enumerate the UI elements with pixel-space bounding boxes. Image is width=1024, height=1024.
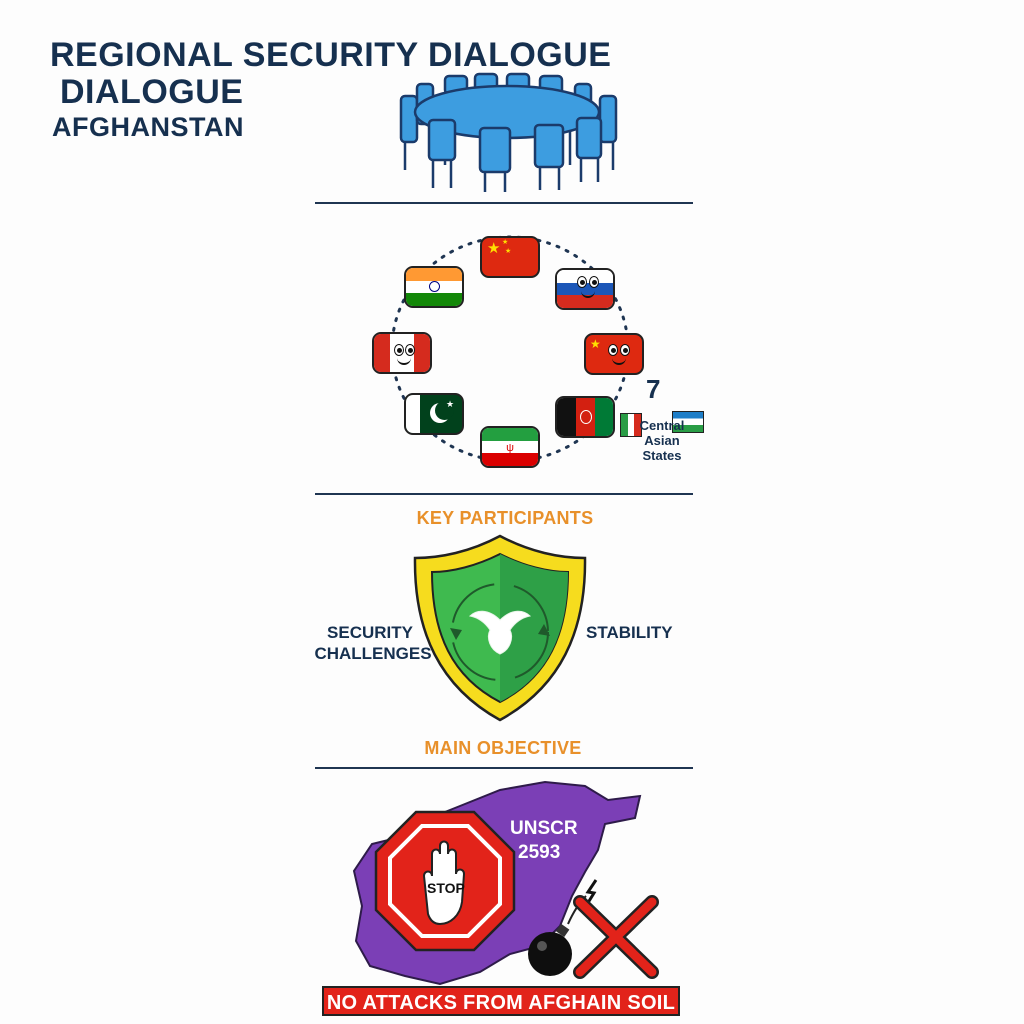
central-asia-flag-left [620,413,642,437]
main-objective-label: MAIN OBJECTIVE [424,738,582,758]
stop-label: STOP [427,880,465,896]
participant-count: 7 [646,374,661,404]
stability-label: STABILITY [586,623,673,642]
unscr-label: UNSCR 2593 [510,818,578,863]
flag-china-face: ★ [584,333,644,375]
central-asian-states-label: Central Asian States [639,418,685,463]
flag-china-top: ★ ★ ★ [480,236,540,278]
flag-red-white-face [372,332,432,374]
title-line-1: REGIONAL SECURITY DIALOGUE [50,36,612,74]
afghanistan-map-icon [352,780,659,986]
title-line-2: DIALOGUE [60,73,244,111]
flag-iran: ψ [480,426,540,468]
flag-india [404,266,464,308]
page-title: REGIONAL SECURITY DIALOGUE DIALOGUE AFGH… [50,36,611,144]
title-line-3: AFGHANSTAN [52,112,244,142]
round-table-icon [399,72,618,192]
divider-2 [315,493,693,495]
flag-afghanistan [555,396,615,438]
key-participants-label: KEY PARTICIPANTS [416,508,594,528]
central-asia-flag-right [672,411,704,433]
divider-3 [315,767,693,769]
flag-russia [555,268,615,310]
shield-dove-icon [413,534,587,722]
divider-1 [315,202,693,204]
no-attacks-banner: NO ATTACKS FROM AFGHAIN SOIL [322,986,680,1016]
security-challenges-label: SECURITY CHALLENGES [314,623,432,663]
flag-pakistan: ★ [404,393,464,435]
